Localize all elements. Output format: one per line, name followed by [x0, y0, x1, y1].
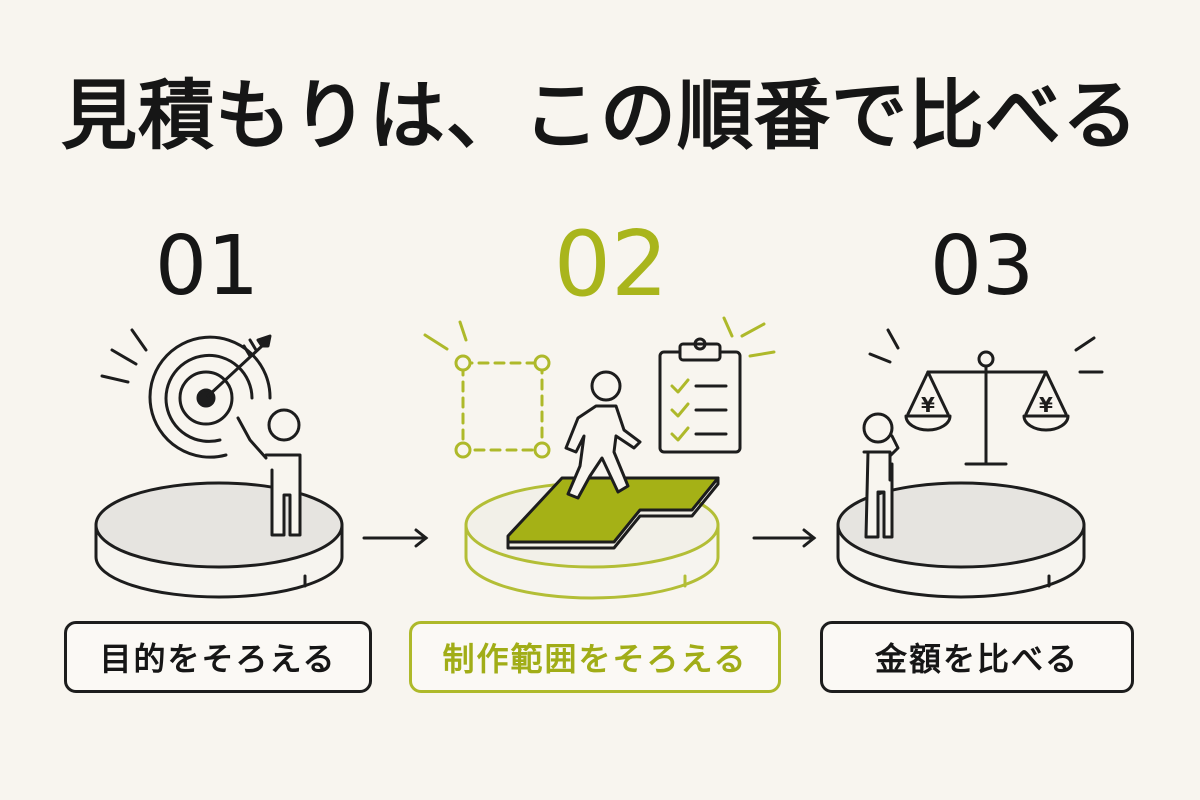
yen-symbol-right: ¥ [1039, 393, 1053, 417]
balance-scale-icon [868, 328, 1104, 466]
step-3-illustration: ¥ ¥ [836, 328, 1104, 599]
thinking-person-icon [862, 412, 900, 539]
page-title: 見積もりは、この順番で比べる [61, 71, 1139, 160]
step-label-02: 制作範囲をそろえる [409, 621, 781, 693]
arrow-right-icon [362, 528, 429, 548]
step-label-03: 金額を比べる [820, 621, 1134, 693]
walking-person-icon [564, 370, 642, 500]
target-icon [100, 328, 272, 459]
step-1-illustration [94, 328, 344, 599]
pedestal-3 [836, 481, 1086, 599]
yen-symbol-left: ¥ [921, 393, 935, 417]
pedestal-1 [94, 481, 344, 599]
scope-block-icon [506, 476, 720, 550]
arrow-right-icon [752, 528, 817, 548]
step-label-01: 目的をそろえる [64, 621, 372, 693]
selection-frame-icon [423, 316, 776, 459]
step-2-illustration [423, 316, 776, 600]
step-number-02: 02 [553, 212, 669, 317]
step-number-01: 01 [154, 219, 260, 314]
person-icon [236, 408, 302, 537]
step-number-03: 03 [929, 219, 1035, 314]
checklist-icon [658, 337, 742, 454]
